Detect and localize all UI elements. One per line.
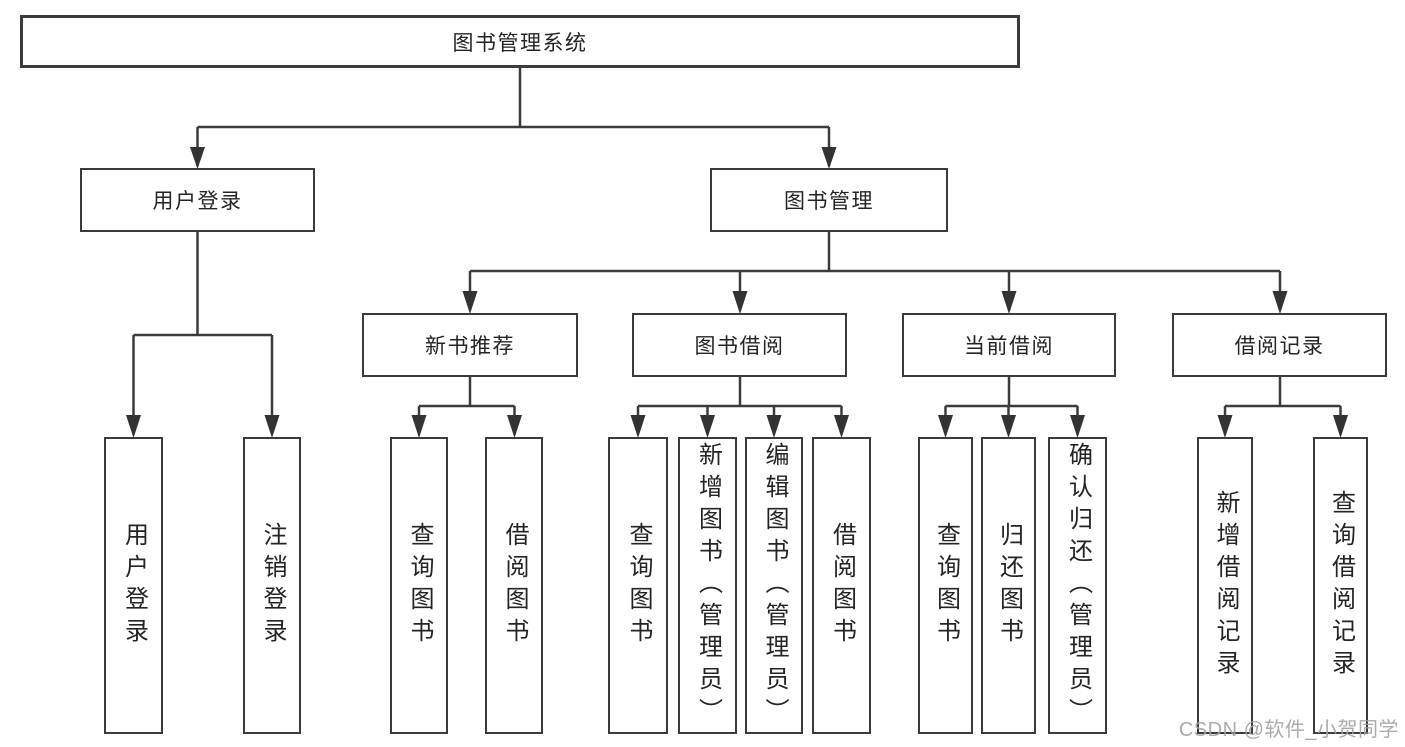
watermark-text: CSDN @软件_小贺同学	[1178, 719, 1399, 741]
arrowhead-icon	[126, 415, 141, 438]
leaf-query-books-current-label: 查询图书	[932, 521, 960, 650]
leaf-confirm-return-admin-label: 确认归还（管理员）	[1064, 441, 1092, 730]
leaf-return-books: 归还图书	[981, 437, 1036, 734]
leaf-borrow-books-borrow-label: 借阅图书	[828, 521, 856, 650]
leaf-query-books-borrow-label: 查询图书	[625, 521, 652, 650]
arrowhead-icon	[821, 147, 837, 169]
arrowhead-icon	[1272, 291, 1288, 314]
connector-group-new-book	[417, 377, 516, 434]
arrowhead-icon	[1070, 415, 1085, 438]
leaf-logout-label: 注销登录	[259, 521, 286, 650]
leaf-edit-book-admin: 编辑图书（管理员）	[745, 437, 803, 734]
arrowhead-icon	[264, 415, 280, 438]
leaf-edit-book-admin-label: 编辑图书（管理员）	[761, 441, 788, 730]
node-borrow-records: 借阅记录	[1172, 313, 1387, 377]
leaf-user-login-label: 用户登录	[120, 521, 148, 650]
arrowhead-icon	[411, 415, 427, 438]
leaf-borrow-books-borrow: 借阅图书	[812, 437, 871, 734]
node-new-book-recommend-label: 新书推荐	[425, 335, 515, 358]
leaf-query-books-current: 查询图书	[918, 437, 973, 734]
arrowhead-icon	[630, 415, 646, 438]
arrowhead-icon	[507, 415, 522, 438]
arrowhead-icon	[1001, 415, 1016, 438]
leaf-query-books-recommend: 查询图书	[390, 437, 448, 734]
node-current-borrow: 当前借阅	[902, 313, 1116, 377]
node-borrow-records-label: 借阅记录	[1234, 335, 1325, 358]
node-root-label: 图书管理系统	[452, 31, 588, 55]
arrowhead-icon	[1333, 415, 1348, 438]
leaf-query-borrow-record-label: 查询借阅记录	[1327, 489, 1355, 682]
node-book-management: 图书管理	[710, 168, 948, 232]
connector-group-borrow-records	[1223, 377, 1342, 434]
node-user-login-label: 用户登录	[152, 190, 243, 213]
node-book-borrow: 图书借阅	[632, 313, 847, 377]
node-user-login: 用户登录	[80, 168, 315, 232]
arrowhead-icon	[1001, 291, 1017, 314]
leaf-logout: 注销登录	[243, 437, 301, 734]
leaf-user-login: 用户登录	[104, 437, 163, 734]
leaf-confirm-return-admin: 确认归还（管理员）	[1048, 437, 1107, 734]
arrowhead-icon	[1217, 415, 1233, 438]
arrowhead-icon	[732, 291, 748, 314]
connector-group-root	[196, 68, 831, 166]
leaf-query-books-recommend-label: 查询图书	[406, 521, 433, 650]
node-new-book-recommend: 新书推荐	[362, 313, 578, 377]
node-book-management-label: 图书管理	[784, 190, 874, 213]
connector-group-book-borrow	[636, 377, 843, 434]
arrowhead-icon	[700, 415, 715, 438]
arrowhead-icon	[766, 415, 782, 438]
node-current-borrow-label: 当前借阅	[964, 335, 1054, 358]
node-book-borrow-label: 图书借阅	[694, 335, 785, 358]
node-root: 图书管理系统	[20, 15, 1020, 68]
arrowhead-icon	[938, 415, 953, 438]
leaf-return-books-label: 归还图书	[995, 521, 1023, 650]
arrowhead-icon	[462, 291, 478, 314]
leaf-borrow-books-recommend: 借阅图书	[485, 437, 543, 734]
leaf-add-book-admin-label: 新增图书（管理员）	[694, 441, 722, 730]
arrowhead-group	[126, 147, 1348, 438]
connector-group-user-login	[132, 232, 274, 434]
arrowhead-icon	[834, 415, 849, 438]
leaf-query-borrow-record: 查询借阅记录	[1313, 437, 1368, 734]
leaf-query-books-borrow: 查询图书	[608, 437, 668, 734]
leaf-add-book-admin: 新增图书（管理员）	[678, 437, 737, 734]
leaf-borrow-books-recommend-label: 借阅图书	[501, 521, 528, 650]
arrowhead-icon	[190, 147, 205, 169]
leaf-add-borrow-record-label: 新增借阅记录	[1212, 489, 1239, 682]
leaf-add-borrow-record: 新增借阅记录	[1197, 437, 1253, 734]
connector-group-book-management	[468, 232, 1282, 310]
